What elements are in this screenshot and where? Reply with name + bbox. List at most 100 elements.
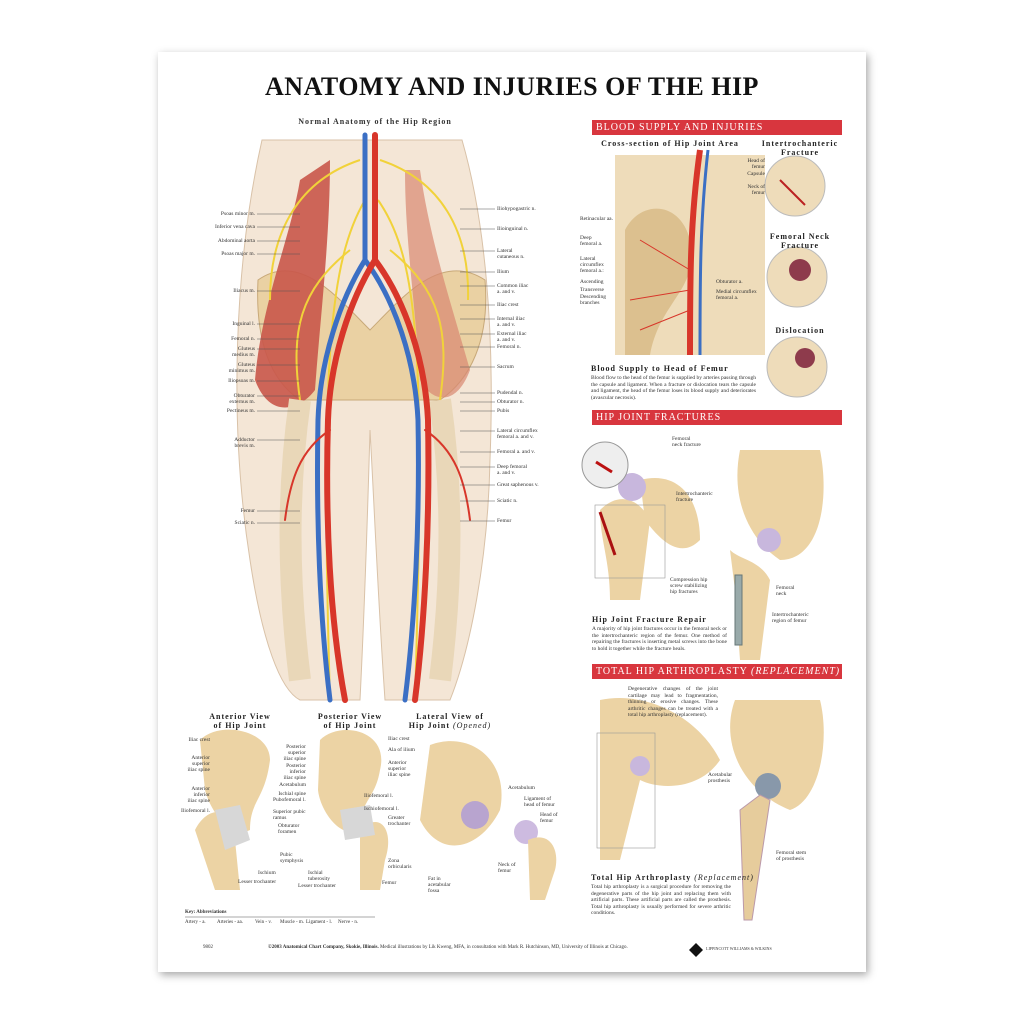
arthroplasty-heading-italic: (Replacement) [694, 873, 754, 882]
key-item: Vein - v. [255, 920, 272, 925]
publisher-name: Lippincott Williams & Wilkins [706, 946, 772, 951]
label-arthroplasty-0: Acetabular prosthesis [708, 772, 733, 784]
label-views-0: Iliac crest [188, 737, 210, 743]
label-blood_supply-7: Medial circumflex femoral a. [716, 289, 757, 301]
section-header-fractures: HIP JOINT FRACTURES [592, 410, 842, 425]
label-main-13: Lateral circumflex femoral a. and v. [497, 428, 538, 440]
label-views-9: Greater trochanter [388, 815, 411, 827]
label-main-1: Inferior vena cava [214, 224, 255, 230]
label-views-10: Zona orbicularis [388, 858, 412, 870]
arthroplasty-paragraph: Total hip arthroplasty is a surgical pro… [591, 884, 731, 917]
key-title: Key: Abbreviations [185, 910, 227, 915]
label-views-5: Superior pubic ramus [273, 809, 306, 821]
cross-section-title: Cross-section of Hip Joint Area [601, 139, 739, 148]
label-fractures-4: Intertrochanteric region of femur [772, 612, 809, 624]
key-item: Muscle - m. [280, 920, 305, 925]
label-views-9: Lesser trochanter [238, 879, 277, 885]
label-views-8: Ischiofemoral l. [364, 806, 399, 812]
label-fractures-3: Femoral neck [776, 585, 795, 597]
label-views-0: Acetabulum [508, 785, 535, 791]
footer-credits: ©2003 Anatomical Chart Company, Skokie, … [268, 945, 688, 950]
label-views-4: Fat in acetabular fossa [428, 876, 451, 894]
label-main-2: Lateral cutaneous n. [497, 248, 525, 260]
blood-supply-heading: Blood Supply to Head of Femur [591, 364, 729, 373]
label-main-13: Femur [240, 508, 255, 514]
main-anatomy-illustration [236, 132, 492, 703]
label-main-0: Psoas minor m. [220, 211, 255, 217]
fracture-repair-paragraph: A majority of hip joint fractures occur … [592, 626, 727, 652]
label-views-13: Lesser trochanter [297, 883, 336, 889]
label-main-7: Gluteus medius m. [232, 346, 255, 358]
label-main-17: Sciatic n. [497, 498, 518, 504]
label-blood_supply-2: Lateral circumflex femoral a.: [580, 256, 604, 274]
label-views-7: Iliofemoral l. [364, 793, 394, 799]
label-blood_supply-2: Neck of femur [747, 184, 765, 196]
label-main-7: External iliac a. and v. [497, 331, 527, 343]
label-blood_supply-6: Obturator a. [716, 279, 743, 285]
label-views-1: Posterior inferior iliac spine [283, 763, 306, 781]
label-main-6: Femoral n. [231, 336, 255, 342]
label-fractures-1: Intertrochanteric fracture [676, 491, 713, 503]
dislocation-title: Dislocation [775, 326, 825, 335]
label-main-6: Internal iliac a. and v. [497, 316, 525, 328]
label-main-11: Obturator n. [497, 399, 524, 405]
poster-title: ANATOMY AND INJURIES OF THE HIP [265, 72, 759, 101]
key-item: Artery - a. [185, 920, 206, 925]
lateral-view-title-italic: (Opened) [453, 721, 492, 730]
arthroplasty-heading: Total Hip Arthroplasty (Replacement) [591, 873, 754, 882]
label-views-8: Ischium [258, 870, 276, 876]
label-main-0: Iliohypogastric n. [497, 206, 536, 212]
label-views-4: Pubofemoral l. [273, 797, 306, 803]
femoral-neck-title: Femoral Neck Fracture [769, 232, 831, 250]
section-header-blood-supply: BLOOD SUPPLY AND INJURIES [592, 120, 842, 135]
label-views-3: Neck of femur [498, 862, 516, 874]
label-arthroplasty-1: Femoral stem of prosthesis [776, 850, 807, 862]
label-main-14: Femoral a. and v. [497, 449, 535, 455]
key-item: Ligament - l. [306, 920, 332, 925]
arthroplasty-illustrations [596, 698, 824, 921]
label-main-8: Femoral n. [497, 344, 521, 350]
cross-section-illustration [615, 149, 765, 356]
label-views-4: Iliac crest [388, 736, 410, 742]
label-main-9: Iliopsoas m. [228, 378, 255, 384]
lateral-view-title: Lateral View of Hip Joint (Opened) [405, 712, 495, 730]
arthroplasty-heading-text: Total Hip Arthroplasty [591, 873, 692, 882]
label-views-5: Ala of ilium [388, 747, 415, 753]
blood-supply-paragraph: Blood flow to the head of the femur is s… [591, 375, 756, 401]
arthroplasty-header-text: TOTAL HIP ARTHROPLASTY [596, 666, 748, 677]
label-blood_supply-4: Transverse [580, 287, 604, 293]
label-main-5: Iliac crest [497, 302, 519, 308]
chart-code: 9802 [203, 945, 213, 950]
label-main-14: Sciatic n. [234, 520, 255, 526]
label-views-12: Ischial tuberosity [308, 870, 330, 882]
label-views-0: Posterior superior iliac spine [283, 744, 306, 762]
label-views-2: Acetabulum [279, 782, 306, 788]
lateral-view-title-text: Lateral View of Hip Joint [408, 712, 484, 730]
label-main-11: Pectineus m. [226, 408, 255, 414]
label-main-2: Abdominal aorta [217, 238, 255, 244]
label-views-1: Anterior superior iliac spine [187, 755, 210, 773]
label-views-7: Pubic symphysis [280, 852, 304, 864]
main-subtitle: Normal Anatomy of the Hip Region [298, 117, 452, 126]
label-blood_supply-5: Descending branches [580, 294, 606, 306]
label-main-16: Great saphenous v. [497, 482, 539, 488]
label-blood_supply-1: Capsule [747, 171, 765, 177]
label-views-6: Anterior superior iliac spine [388, 760, 411, 778]
fracture-inset-circles [764, 155, 828, 398]
label-main-3: Ilium [497, 269, 509, 275]
label-main-9: Sacrum [497, 364, 514, 370]
bottom-view-illustrations [195, 729, 557, 900]
label-main-1: Ilioinguinal n. [497, 226, 529, 232]
label-views-3: Ischial spine [278, 791, 306, 797]
label-main-4: Iliacus m. [233, 288, 255, 294]
label-main-18: Femur [497, 518, 512, 524]
label-main-12: Adductor brevis m. [234, 437, 255, 449]
section-header-arthroplasty: TOTAL HIP ARTHROPLASTY (REPLACEMENT) [592, 664, 842, 679]
key-item: Nerve - n. [338, 920, 359, 925]
copyright: ©2003 Anatomical Chart Company, Skokie, … [268, 945, 379, 950]
label-blood_supply-3: Ascending [580, 279, 604, 285]
label-views-6: Obturator foramen [278, 823, 300, 835]
label-main-15: Deep femoral a. and v. [497, 464, 528, 476]
